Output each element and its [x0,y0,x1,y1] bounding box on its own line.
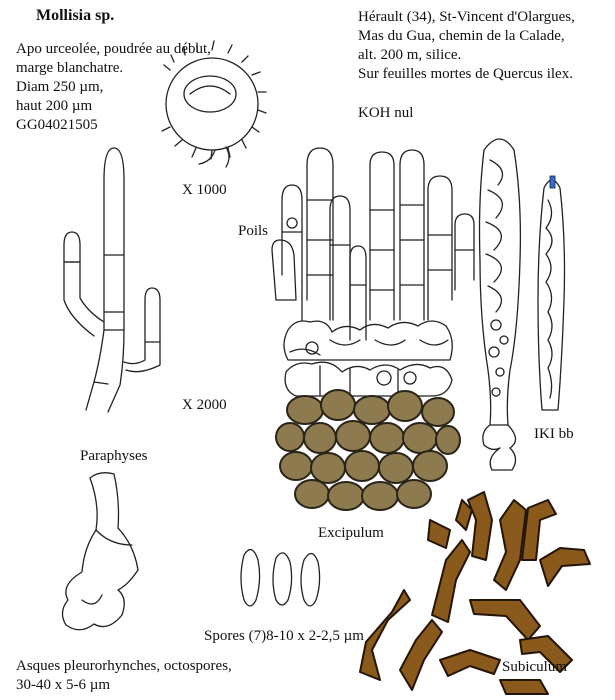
magnification-2000-label: X 2000 [182,397,227,413]
ascus-drawing [478,138,522,471]
location-line: Mas du Gua, chemin de la Calade, [358,28,565,44]
spores-drawing [240,548,321,607]
poils-drawing [271,147,475,397]
description-line: haut 200 µm [16,98,93,114]
location-line: alt. 200 m, silice. [358,47,462,63]
species-title: Mollisia sp. [36,7,115,24]
location-line: Sur feuilles mortes de Quercus ilex. [358,66,573,82]
magnification-1000-label: X 1000 [182,182,227,198]
spores-label: Spores (7)8-10 x 2-2,5 µm [204,628,364,644]
description-line: marge blanchatre. [16,60,124,76]
ascus-base-drawing [61,472,139,631]
apothecium-drawing [161,40,267,168]
description-line: GG04021505 [16,117,98,133]
iki-label: IKI bb [534,426,574,442]
paraphyses-label: Paraphyses [80,448,148,464]
description-line: Diam 250 µm, [16,79,104,95]
koh-label: KOH nul [358,105,414,121]
subiculum-label: Subiculum [502,659,568,675]
ascus-iki-drawing [537,175,566,411]
description-line: Apo urceolée, poudrée au début, [16,41,211,57]
asques-label-line1: Asques pleurorhynches, octospores, [16,658,232,674]
asques-label-line2: 30-40 x 5-6 µm [16,677,111,693]
excipulum-drawing [275,389,461,511]
subiculum-drawing [359,491,591,695]
poils-label: Poils [238,223,269,239]
excipulum-label: Excipulum [318,525,384,541]
location-line: Hérault (34), St-Vincent d'Olargues, [358,9,575,25]
paraphyses-drawing [63,147,161,413]
